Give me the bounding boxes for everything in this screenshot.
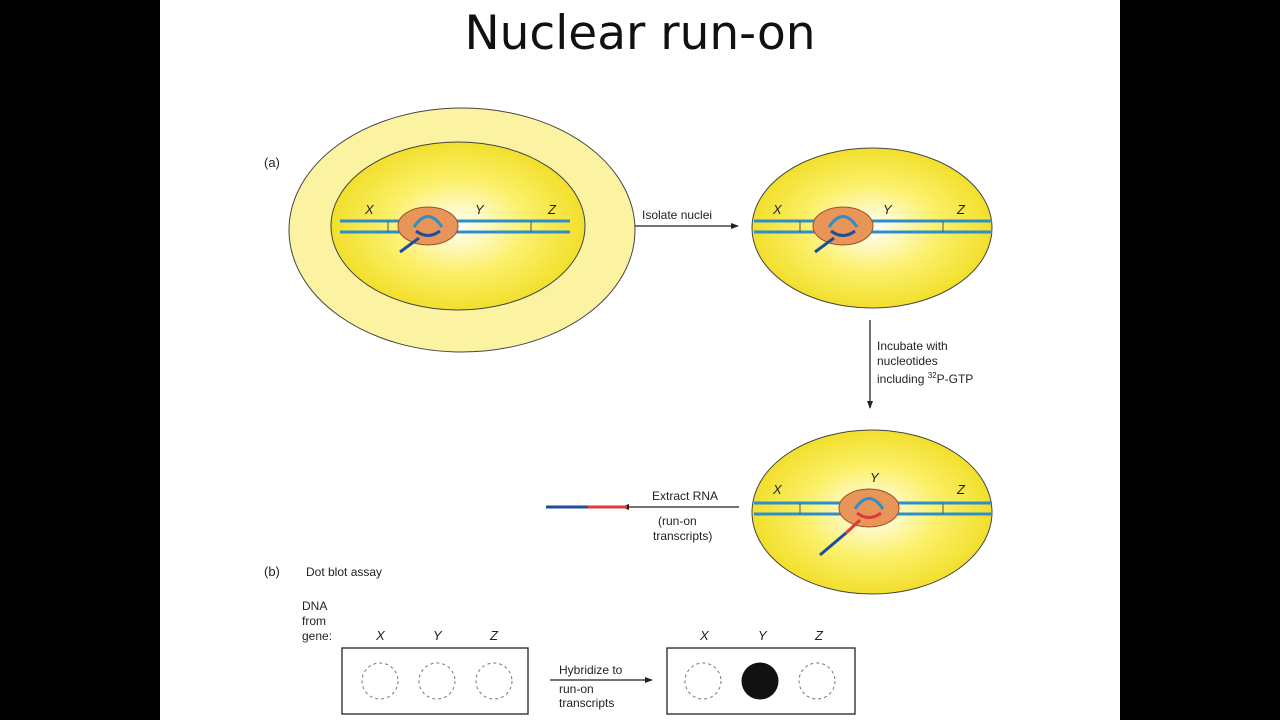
rna-tail: [399, 236, 420, 254]
gene-z-label: Z: [547, 202, 557, 217]
step-extract-label: Extract RNA: [652, 489, 718, 503]
dna-label-line1: DNA: [302, 599, 327, 613]
blot-gene-y: Y: [433, 628, 443, 643]
blot-gene-x: X: [375, 628, 386, 643]
labeled-rna: [856, 511, 882, 519]
step-incubate-line3: including 32P-GTP: [877, 371, 973, 386]
rna-polymerase: [397, 206, 459, 246]
transcription-bubble: [412, 215, 444, 228]
gene-x-label: X: [772, 482, 783, 497]
membrane: [341, 647, 529, 715]
dot-x: [684, 662, 722, 700]
rna-polymerase: [838, 488, 900, 528]
blot-gene-x: X: [699, 628, 710, 643]
gene-z-label: Z: [956, 202, 966, 217]
gene-y-label: Y: [883, 202, 893, 217]
dot-y-hybridized: [741, 662, 779, 700]
labeled-rna-tail: [844, 518, 862, 535]
step-incubate-line1: Incubate with: [877, 339, 948, 353]
dna-label-line2: from: [302, 614, 326, 628]
isolated-nucleus: X Y Z: [751, 147, 993, 309]
part-b-title: Dot blot assay: [306, 565, 382, 579]
step-incubate-line2: nucleotides: [877, 354, 938, 368]
run-on-nucleus: X Y Z: [751, 429, 993, 595]
slide: Nuclear run-on (a): [160, 0, 1120, 720]
blot-gene-y: Y: [758, 628, 768, 643]
nuclear-run-on-diagram: (a) X Y Z Isolate nuclei: [264, 107, 993, 715]
step-extract-note-line1: (run-on: [658, 514, 697, 528]
whole-cell: X Y Z: [288, 107, 636, 353]
gene-y-label: Y: [475, 202, 485, 217]
gene-x-label: X: [772, 202, 783, 217]
gene-x-label: X: [364, 202, 375, 217]
step-isolate-label: Isolate nuclei: [642, 208, 712, 222]
transcription-bubble: [853, 497, 885, 510]
step-extract-note-line2: transcripts): [653, 529, 712, 543]
dot-y: [418, 662, 456, 700]
hybridize-line1: Hybridize to: [559, 663, 623, 677]
dot-z: [798, 662, 836, 700]
blot-gene-z: Z: [814, 628, 824, 643]
part-b-label: (b): [264, 564, 280, 579]
part-a-label: (a): [264, 155, 280, 170]
dot-x: [361, 662, 399, 700]
dna-label-line3: gene:: [302, 629, 332, 643]
blot-gene-z: Z: [489, 628, 499, 643]
gene-y-label: Y: [870, 470, 880, 485]
hybridize-line2: run-on: [559, 682, 594, 696]
nascent-rna: [830, 229, 856, 237]
dna-duplex: [754, 219, 992, 234]
dot-blot-after: X Y Z: [666, 628, 856, 715]
rna-polymerase: [812, 206, 874, 246]
nascent-rna: [415, 229, 441, 237]
dot-z: [475, 662, 513, 700]
slide-title: Nuclear run-on: [464, 6, 816, 61]
dot-blot-before: X Y Z: [341, 628, 529, 715]
hybridize-line3: transcripts: [559, 696, 614, 710]
rna-tail: [819, 531, 847, 557]
rna-tail: [814, 236, 835, 254]
transcription-bubble: [827, 215, 859, 228]
gene-z-label: Z: [956, 482, 966, 497]
